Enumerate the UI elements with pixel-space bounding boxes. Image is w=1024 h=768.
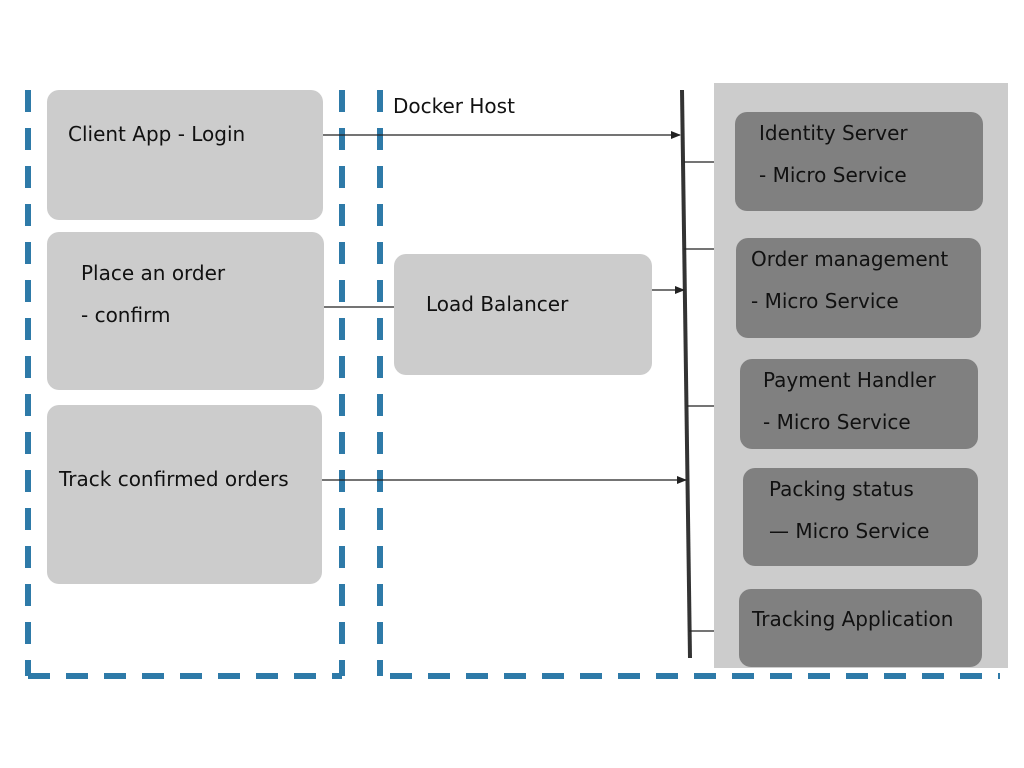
identity-server-box: Identity Server - Micro Service: [735, 112, 983, 211]
client-app-login-label: Client App - Login: [68, 122, 246, 146]
tracking-application-box: Tracking Application: [739, 589, 982, 667]
payment-handler-label-line1: Payment Handler: [763, 368, 936, 392]
packing-status-label-line1: Packing status: [769, 477, 914, 501]
identity-server-label-line1: Identity Server: [759, 121, 908, 145]
identity-server-label-line2: - Micro Service: [759, 163, 907, 187]
order-management-label-line2: - Micro Service: [751, 289, 899, 313]
docker-host-label: Docker Host: [393, 94, 515, 118]
track-orders-box: Track confirmed orders: [47, 405, 322, 584]
payment-handler-label-line2: - Micro Service: [763, 410, 911, 434]
payment-handler-box: Payment Handler - Micro Service: [740, 359, 978, 449]
tracking-application-label: Tracking Application: [752, 607, 954, 631]
service-bus: [680, 89, 692, 659]
order-management-label-line1: Order management: [751, 247, 949, 271]
place-order-box: Place an order - confirm: [47, 232, 324, 390]
client-app-login-box: Client App - Login: [47, 90, 323, 220]
place-order-label-line1: Place an order: [81, 261, 226, 285]
order-management-box: Order management - Micro Service: [736, 238, 981, 338]
load-balancer-label: Load Balancer: [426, 292, 569, 316]
track-orders-label: Track confirmed orders: [59, 467, 289, 491]
packing-status-label-line2: — Micro Service: [769, 519, 930, 543]
load-balancer-box: Load Balancer: [394, 254, 652, 375]
packing-status-box: Packing status — Micro Service: [743, 468, 978, 566]
place-order-label-line2: - confirm: [81, 303, 171, 327]
